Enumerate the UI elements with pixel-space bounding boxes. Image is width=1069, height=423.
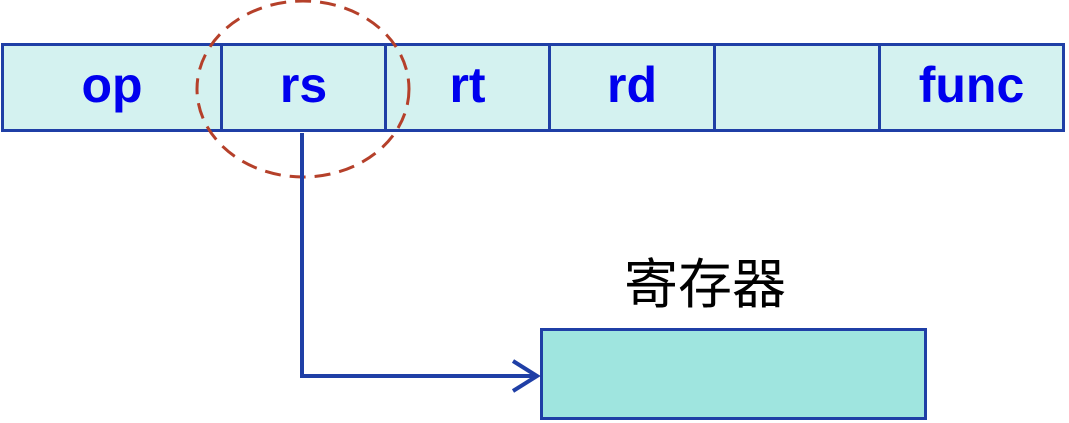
field-shamt <box>713 43 881 132</box>
field-func-label: func <box>918 56 1025 113</box>
register-label: 寄存器 <box>624 253 786 316</box>
arrow-head-icon <box>511 359 541 393</box>
field-op: op <box>1 43 223 132</box>
connector-line <box>300 133 536 378</box>
field-rs: rs <box>220 43 387 132</box>
field-rt-label: rt <box>449 56 486 113</box>
field-rt: rt <box>384 43 551 132</box>
field-rd-label: rd <box>607 56 657 113</box>
field-func: func <box>878 43 1065 132</box>
field-rs-label: rs <box>279 56 328 113</box>
field-rd: rd <box>548 43 716 132</box>
field-op-label: op <box>81 56 143 113</box>
register-box <box>540 328 927 420</box>
